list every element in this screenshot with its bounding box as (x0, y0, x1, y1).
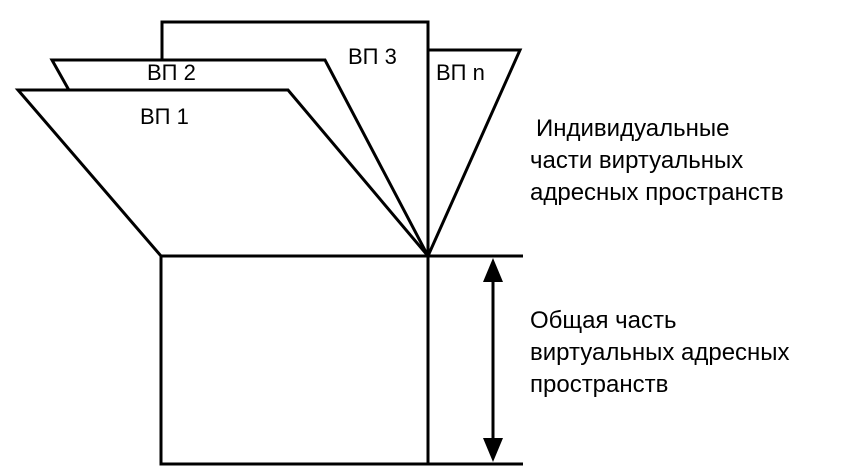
panel-vpn (426, 48, 523, 257)
caption-common-line-3: пространств (530, 371, 668, 398)
panel-label-vp2: ВП 2 (147, 60, 196, 85)
panel-label-vp1: ВП 1 (140, 104, 189, 129)
caption-common-line-1: Общая часть (530, 307, 677, 334)
caption-individual-line-2: части виртуальных (530, 147, 743, 174)
caption-individual-line-3: адресных пространств (530, 179, 784, 206)
panel-label-vp3: ВП 3 (348, 44, 397, 69)
caption-individual-line-1: Индивидуальные (536, 115, 730, 142)
panel-vp1 (14, 88, 432, 258)
panel-label-vpn: ВП n (436, 60, 485, 85)
arrow-up-icon (483, 258, 503, 282)
caption-common-line-2: виртуальных адресных (530, 339, 790, 366)
arrow-down-icon (483, 438, 503, 462)
common-part-box (159, 254, 430, 466)
